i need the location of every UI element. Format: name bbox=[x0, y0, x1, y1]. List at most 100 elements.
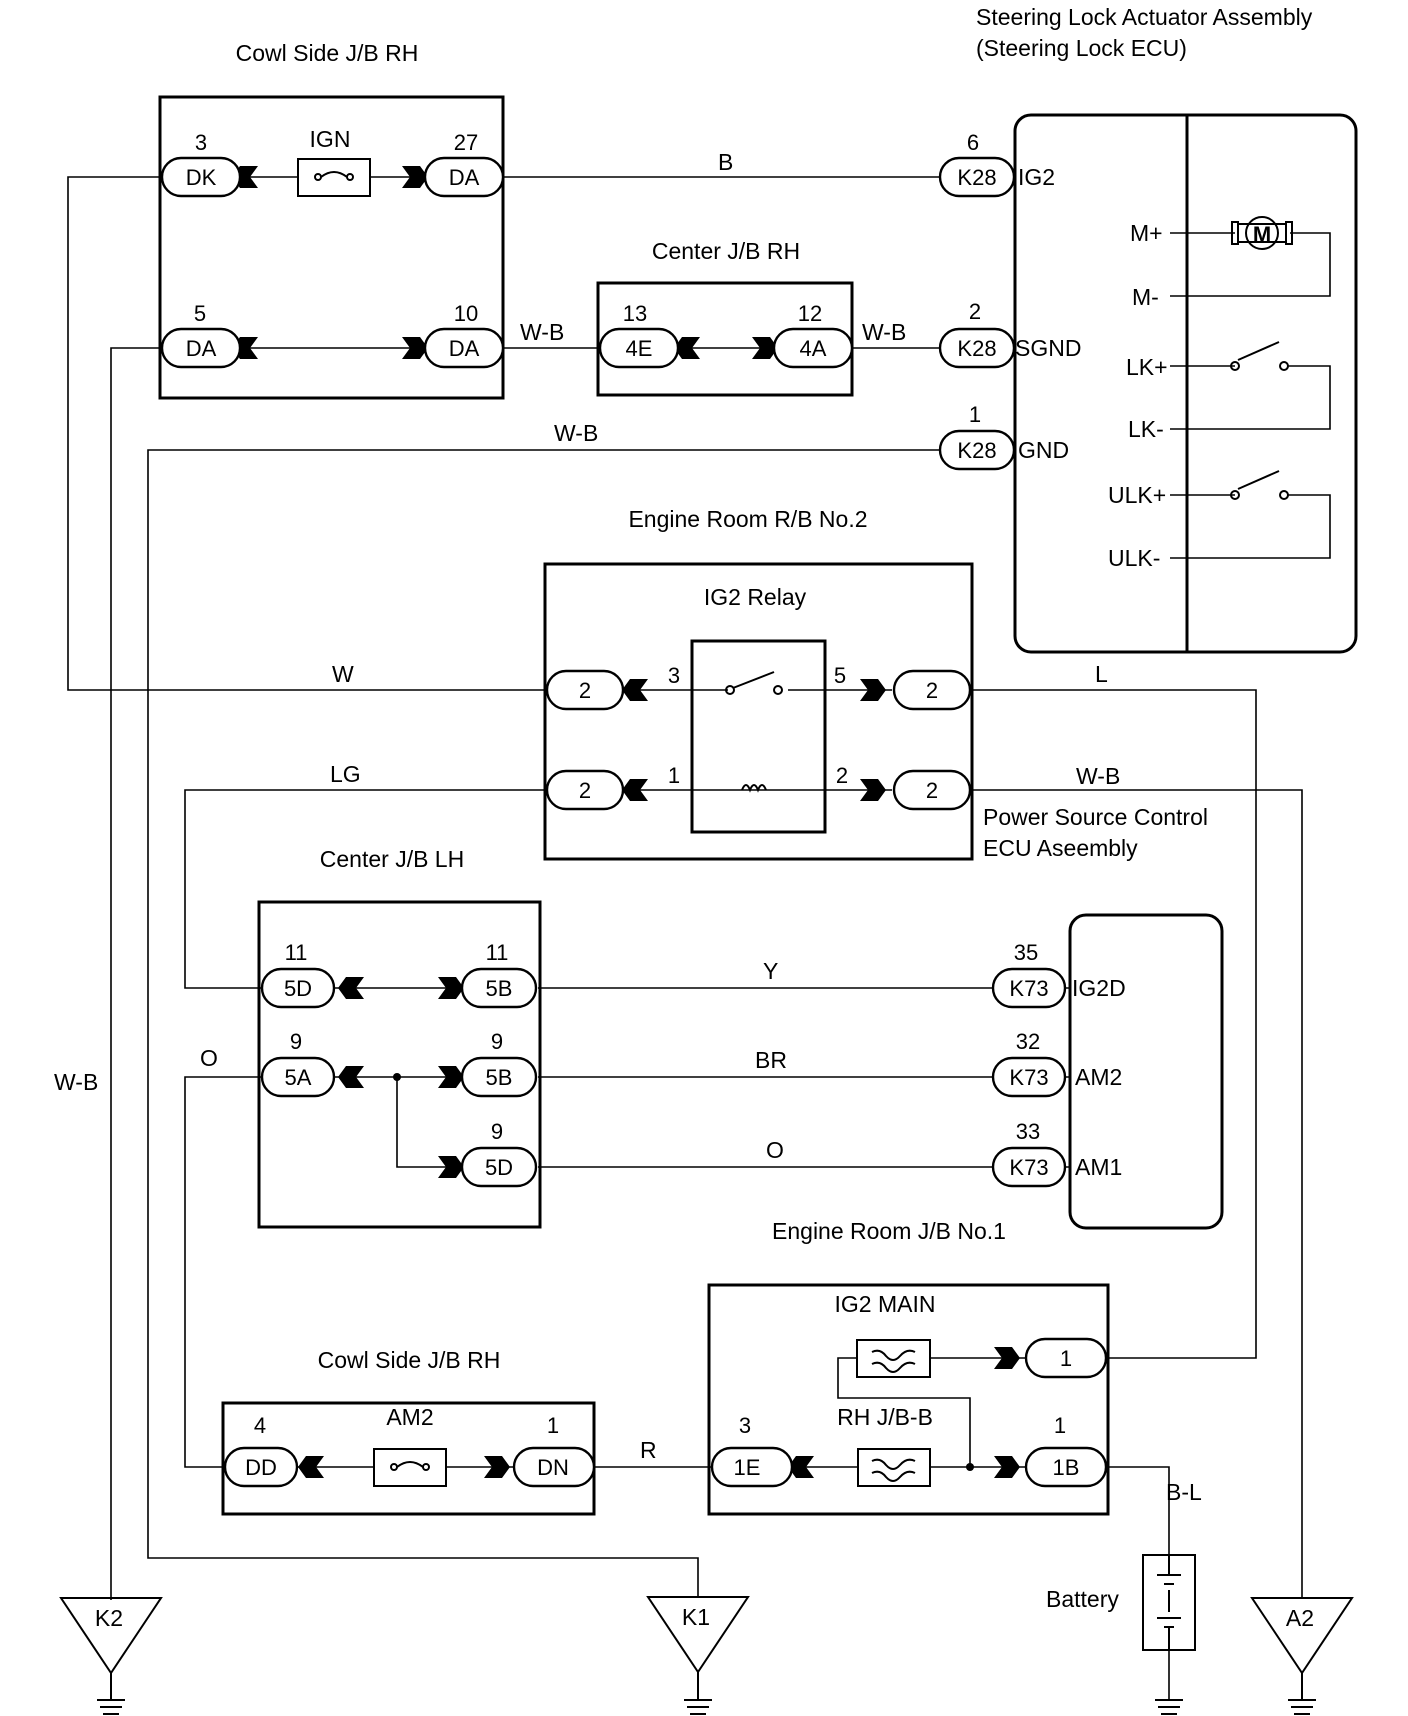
svg-text:9: 9 bbox=[491, 1029, 503, 1054]
svg-text:K28: K28 bbox=[957, 165, 996, 190]
lock-switch-ulk bbox=[1230, 470, 1289, 500]
connector-dk: DK 3 bbox=[160, 130, 242, 198]
svg-text:K1: K1 bbox=[682, 1604, 710, 1630]
terminal-m-plus: M+ bbox=[1130, 220, 1163, 246]
connector-relay-2: 2 2 bbox=[836, 763, 972, 811]
engine-room-jb1-title: Engine Room J/B No.1 bbox=[772, 1218, 1006, 1244]
fuse-ign-label: IGN bbox=[310, 126, 351, 152]
svg-text:2: 2 bbox=[579, 678, 591, 703]
power-source-ecu-title-2: ECU Aseembly bbox=[983, 835, 1138, 861]
fuse-ign: IGN bbox=[297, 126, 371, 197]
svg-text:1E: 1E bbox=[734, 1455, 761, 1480]
connector-k28-6: K28 6 bbox=[938, 130, 1016, 198]
connector-5b-11: 5B 11 bbox=[460, 940, 538, 1009]
svg-text:3: 3 bbox=[195, 130, 207, 155]
connector-k28-1: K28 1 bbox=[938, 402, 1016, 471]
wire-label-bl: B-L bbox=[1166, 1479, 1202, 1505]
ground-point-k1: K1 bbox=[646, 1596, 750, 1700]
svg-text:6: 6 bbox=[967, 130, 979, 155]
terminal-am1: AM1 bbox=[1075, 1154, 1122, 1180]
svg-text:4: 4 bbox=[254, 1413, 266, 1438]
connector-k73-32: K73 32 bbox=[991, 1029, 1067, 1098]
connector-k73-35: K73 35 bbox=[991, 940, 1067, 1009]
wire-label-wb: W-B bbox=[54, 1069, 98, 1095]
connector-5a-9: 5A 9 bbox=[260, 1029, 336, 1098]
relay-coil bbox=[741, 784, 767, 793]
connector-relay-1: 2 1 bbox=[545, 763, 680, 811]
cowl-jb-rh-top-title: Cowl Side J/B RH bbox=[236, 40, 419, 66]
terminal-ulk-plus: ULK+ bbox=[1108, 482, 1166, 508]
ground-point-a2: A2 bbox=[1250, 1597, 1354, 1700]
connector-1: 1 bbox=[1024, 1337, 1108, 1379]
engine-room-rb2-box bbox=[543, 562, 974, 861]
svg-text:2: 2 bbox=[579, 778, 591, 803]
connector-dd: DD 4 bbox=[223, 1413, 299, 1488]
terminal-lk-minus: LK- bbox=[1128, 416, 1164, 442]
svg-text:11: 11 bbox=[486, 940, 509, 965]
wire-label-y: Y bbox=[763, 958, 778, 984]
connector-dn: DN 1 bbox=[512, 1413, 596, 1488]
svg-text:3: 3 bbox=[739, 1413, 751, 1438]
center-jb-rh-title: Center J/B RH bbox=[652, 238, 800, 264]
fuse-ig2-main: IG2 MAIN bbox=[835, 1291, 936, 1378]
ground-icon bbox=[97, 1699, 125, 1715]
svg-text:K73: K73 bbox=[1009, 1155, 1048, 1180]
svg-text:DN: DN bbox=[537, 1455, 569, 1480]
connector-k28-2: K28 2 bbox=[938, 299, 1016, 369]
cowl-jb-rh-bottom-box bbox=[221, 1401, 596, 1516]
wire-label-br: BR bbox=[755, 1047, 787, 1073]
battery-label: Battery bbox=[1046, 1586, 1119, 1612]
steering-lock-title-1: Steering Lock Actuator Assembly bbox=[976, 4, 1313, 30]
fuse-ig2-main-label: IG2 MAIN bbox=[835, 1291, 936, 1317]
relay-switch bbox=[725, 671, 783, 695]
connector-4e: 4E 13 bbox=[598, 301, 680, 369]
svg-text:13: 13 bbox=[623, 301, 647, 326]
connector-relay-5: 2 5 bbox=[834, 663, 972, 711]
svg-text:10: 10 bbox=[454, 301, 478, 326]
wire-label-b: B bbox=[718, 149, 733, 175]
svg-text:K73: K73 bbox=[1009, 1065, 1048, 1090]
lock-switch-lk bbox=[1230, 341, 1289, 371]
wire-label-wb: W-B bbox=[1076, 763, 1120, 789]
engine-room-jb1-box bbox=[707, 1283, 1110, 1516]
connector-k73-33: K73 33 bbox=[991, 1119, 1067, 1188]
wire-label-wb: W-B bbox=[520, 319, 564, 345]
svg-text:5B: 5B bbox=[486, 1065, 513, 1090]
svg-text:9: 9 bbox=[290, 1029, 302, 1054]
svg-text:12: 12 bbox=[798, 301, 822, 326]
connector-5b-9: 5B 9 bbox=[460, 1029, 538, 1098]
center-jb-lh-box bbox=[257, 900, 542, 1229]
svg-text:5B: 5B bbox=[486, 976, 513, 1001]
svg-text:1: 1 bbox=[1054, 1413, 1066, 1438]
svg-text:4E: 4E bbox=[626, 336, 653, 361]
svg-text:4A: 4A bbox=[800, 336, 827, 361]
terminal-ig2d: IG2D bbox=[1072, 975, 1126, 1001]
terminal-ulk-minus: ULK- bbox=[1108, 545, 1160, 571]
terminal-ig2: IG2 bbox=[1018, 164, 1055, 190]
svg-text:DK: DK bbox=[186, 165, 217, 190]
wire-label-wb: W-B bbox=[554, 420, 598, 446]
svg-text:1: 1 bbox=[668, 763, 680, 788]
ground-point-k2: K2 bbox=[59, 1597, 163, 1700]
center-jb-lh-title: Center J/B LH bbox=[320, 846, 464, 872]
fuse-rh-jb-b: RH J/B-B bbox=[837, 1404, 933, 1487]
wire-label-w: W bbox=[332, 661, 354, 687]
svg-text:5D: 5D bbox=[485, 1155, 513, 1180]
svg-text:K2: K2 bbox=[95, 1605, 123, 1631]
svg-text:2: 2 bbox=[969, 299, 981, 324]
connector-1e: 1E 3 bbox=[710, 1413, 794, 1488]
svg-text:5: 5 bbox=[194, 301, 206, 326]
svg-text:35: 35 bbox=[1014, 940, 1038, 965]
wire-label-wb: W-B bbox=[862, 319, 906, 345]
terminal-am2: AM2 bbox=[1075, 1064, 1122, 1090]
engine-room-rb2-title: Engine Room R/B No.2 bbox=[628, 506, 867, 532]
wire-label-o: O bbox=[766, 1137, 784, 1163]
svg-text:1: 1 bbox=[969, 402, 981, 427]
connector-relay-3: 2 3 bbox=[545, 663, 680, 711]
terminal-gnd: GND bbox=[1018, 437, 1069, 463]
svg-text:11: 11 bbox=[285, 940, 308, 965]
svg-text:2: 2 bbox=[926, 678, 938, 703]
svg-text:27: 27 bbox=[454, 130, 478, 155]
svg-text:DA: DA bbox=[449, 336, 480, 361]
